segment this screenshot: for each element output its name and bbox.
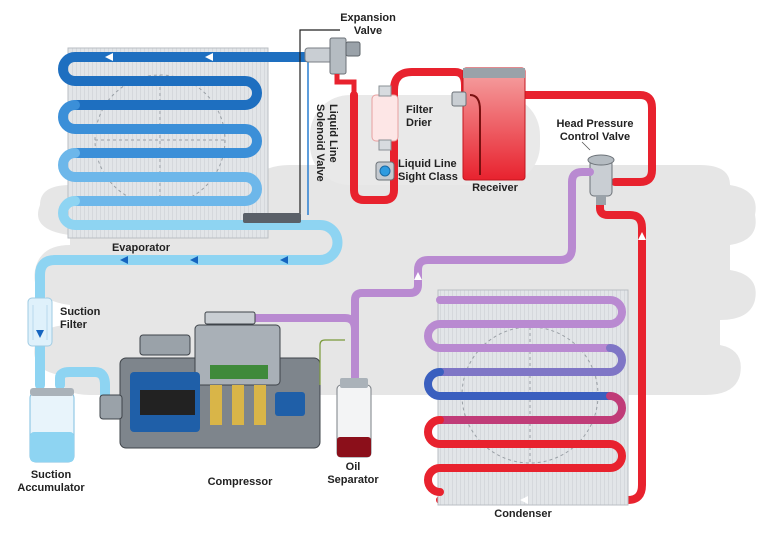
label-suction-accumulator: Suction Accumulator — [17, 469, 85, 494]
receiver-tank — [451, 67, 526, 181]
suction-accumulator — [29, 388, 75, 463]
flow-arrows — [36, 53, 646, 504]
filter-drier — [371, 85, 399, 151]
label-suction-filter: Suction Filter — [60, 306, 101, 331]
suction-line-tubing — [35, 255, 110, 410]
sight-glass — [375, 161, 395, 181]
label-receiver: Receiver — [472, 182, 518, 194]
label-liquid-line-solenoid-valve: Liquid Line Solenoid Valve — [314, 104, 339, 182]
compressor — [99, 311, 321, 449]
label-condenser: Condenser — [494, 508, 552, 520]
label-compressor: Compressor — [207, 476, 273, 488]
label-expansion-valve: Expansion Valve — [340, 12, 396, 37]
expansion-valve-assembly — [243, 29, 361, 223]
hpcv-leader — [581, 141, 591, 151]
discharge-line-tubing — [251, 168, 626, 496]
label-filter-drier: Filter Drier — [406, 104, 433, 129]
label-head-pressure-control-valve: Head Pressure Control Valve — [556, 118, 634, 143]
label-liquid-line-sight-glass: Liquid Line Sight Class — [398, 158, 458, 183]
oil-separator — [319, 339, 372, 458]
label-evaporator: Evaporator — [111, 242, 171, 254]
suction-filter — [27, 297, 53, 347]
label-oil-separator: Oil Separator — [327, 461, 379, 486]
evaporator-tubing — [50, 52, 343, 265]
head-pressure-control-valve — [587, 154, 615, 205]
